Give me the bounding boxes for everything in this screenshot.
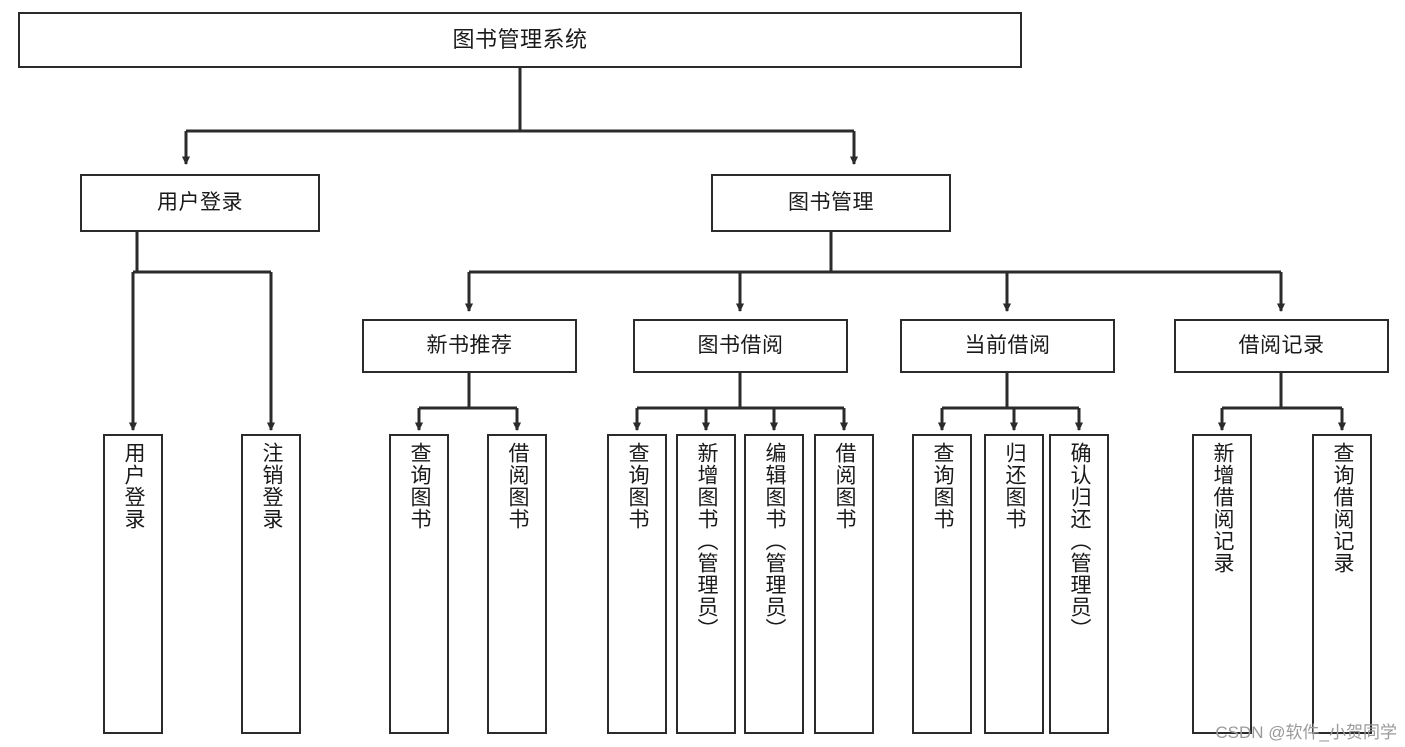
- node-current-borrow[interactable]: 当前借阅: [900, 319, 1115, 373]
- node-borrow-records[interactable]: 借阅记录: [1174, 319, 1389, 373]
- leaf-edit-book-admin[interactable]: 编辑图书（管理员）: [744, 434, 804, 734]
- leaf-user-login[interactable]: 用户登录: [103, 434, 163, 734]
- node-root-system[interactable]: 图书管理系统: [18, 12, 1022, 68]
- leaf-query-borrow-record[interactable]: 查询借阅记录: [1312, 434, 1372, 734]
- leaf-query-book-recommend[interactable]: 查询图书: [389, 434, 449, 734]
- node-user-login[interactable]: 用户登录: [80, 174, 320, 232]
- node-label: 借阅图书: [506, 442, 530, 530]
- node-book-borrow[interactable]: 图书借阅: [633, 319, 848, 373]
- node-label: 新增图书（管理员）: [695, 442, 719, 640]
- leaf-confirm-return-admin[interactable]: 确认归还（管理员）: [1049, 434, 1109, 734]
- node-label: 确认归还（管理员）: [1068, 442, 1092, 640]
- leaf-borrow-book[interactable]: 借阅图书: [814, 434, 874, 734]
- leaf-return-book[interactable]: 归还图书: [984, 434, 1044, 734]
- leaf-add-borrow-record[interactable]: 新增借阅记录: [1192, 434, 1252, 734]
- node-label: 注销登录: [260, 442, 284, 530]
- node-label: 用户登录: [157, 190, 243, 214]
- leaf-query-book-current[interactable]: 查询图书: [912, 434, 972, 734]
- node-label: 图书管理系统: [452, 27, 588, 53]
- node-label: 查询图书: [408, 442, 432, 530]
- node-new-book-recommend[interactable]: 新书推荐: [362, 319, 577, 373]
- node-label: 新书推荐: [426, 333, 513, 357]
- node-label: 借阅记录: [1238, 333, 1325, 357]
- leaf-user-logout[interactable]: 注销登录: [241, 434, 301, 734]
- watermark-text: CSDN @软件_小贺同学: [1215, 723, 1397, 742]
- node-book-management[interactable]: 图书管理: [711, 174, 951, 232]
- node-label: 查询图书: [626, 442, 650, 530]
- node-label: 用户登录: [122, 442, 146, 530]
- leaf-borrow-book-recommend[interactable]: 借阅图书: [487, 434, 547, 734]
- node-label: 查询图书: [931, 442, 955, 530]
- node-label: 编辑图书（管理员）: [763, 442, 787, 640]
- node-label: 图书借阅: [697, 333, 784, 357]
- leaf-query-book-borrow[interactable]: 查询图书: [607, 434, 667, 734]
- node-label: 新增借阅记录: [1211, 442, 1235, 574]
- node-label: 当前借阅: [964, 333, 1051, 357]
- node-label: 查询借阅记录: [1331, 442, 1355, 574]
- leaf-add-book-admin[interactable]: 新增图书（管理员）: [676, 434, 736, 734]
- node-label: 归还图书: [1003, 442, 1027, 530]
- node-label: 图书管理: [788, 190, 874, 214]
- node-label: 借阅图书: [833, 442, 857, 530]
